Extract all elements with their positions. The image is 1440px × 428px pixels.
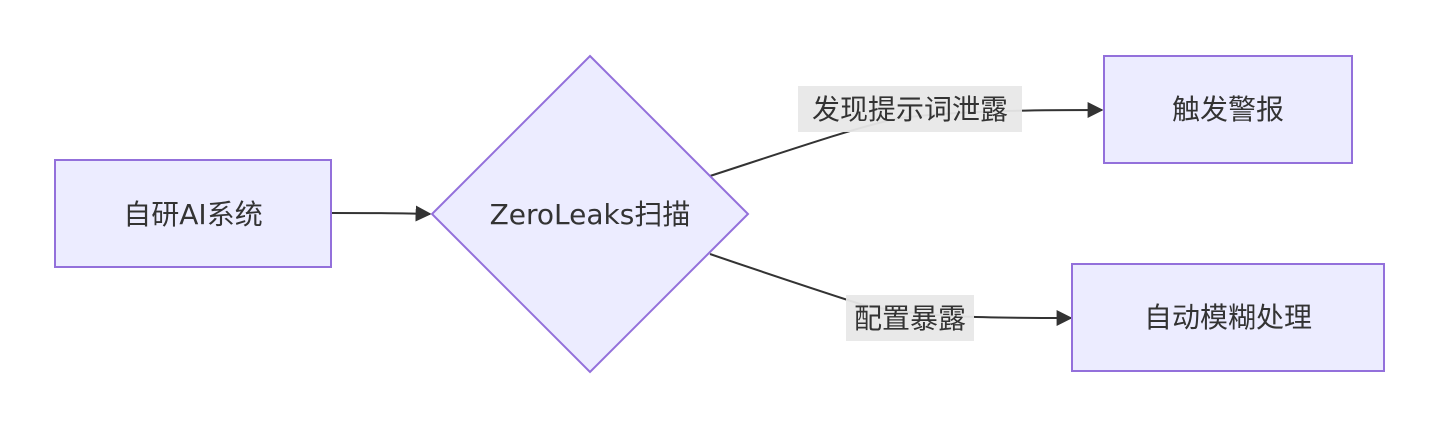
edge-label-to-alert: 发现提示词泄露 [798,86,1022,132]
node-blur-box [1071,263,1385,372]
node-blur-label: 自动模糊处理 [1144,301,1312,334]
node-source-label: 自研AI系统 [123,198,262,231]
node-scan[interactable]: ZeroLeaks扫描 [430,54,750,374]
edge-label-to-alert-bg [798,86,1022,132]
node-alert-label: 触发警报 [1172,93,1284,126]
node-scan-label: ZeroLeaks扫描 [490,198,691,231]
edge-label-to-alert-text: 发现提示词泄露 [812,93,1008,126]
node-alert[interactable]: 触发警报 [1103,55,1353,164]
node-blur[interactable]: 自动模糊处理 [1071,263,1385,372]
edge-label-to-blur: 配置暴露 [846,295,974,341]
node-scan-diamond [430,54,750,374]
node-alert-box [1103,55,1353,164]
edge-source-to-scan [331,205,432,222]
edge-label-to-blur-bg [846,295,974,341]
node-source[interactable]: 自研AI系统 [54,159,332,268]
node-source-box [54,159,332,268]
edge-label-to-blur-text: 配置暴露 [854,302,966,335]
